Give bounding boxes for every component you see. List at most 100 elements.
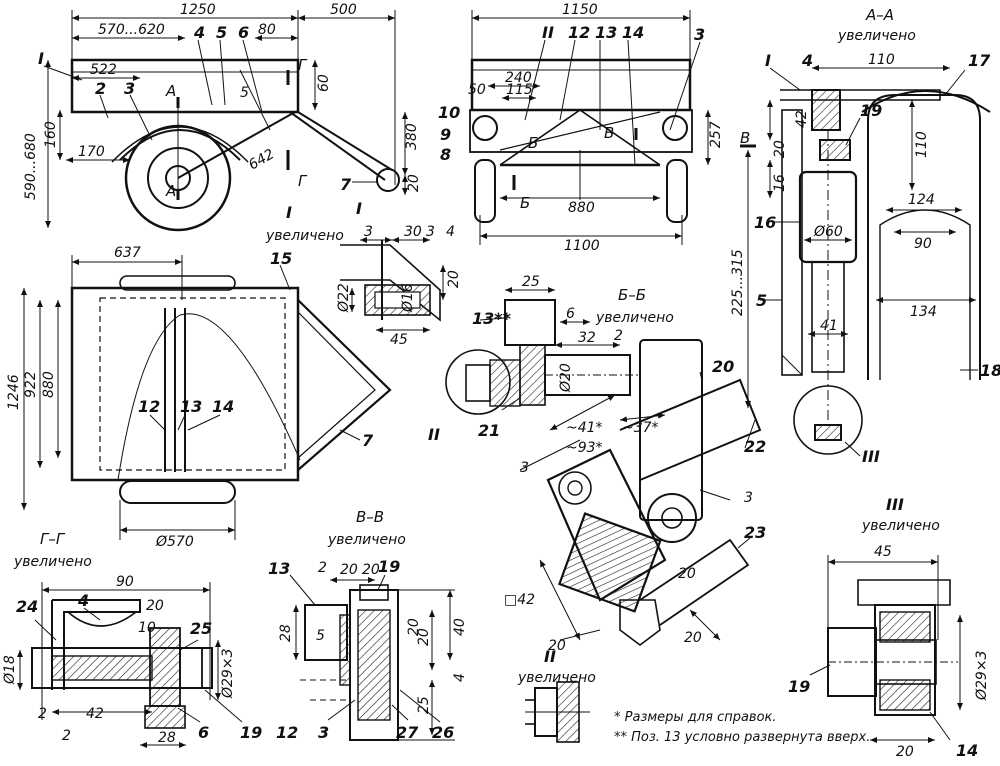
dim-110-wheel: 110 (914, 131, 930, 158)
dim-240: 240 (505, 70, 532, 86)
callout-7-plan: 7 (362, 431, 374, 450)
section-mark-b-top: Б (528, 134, 538, 152)
dim-20-aa: 20 (772, 140, 788, 158)
dim-880: 880 (568, 200, 595, 216)
dim-4-vv: 4 (452, 673, 468, 682)
callout-13-rotated: 13** (472, 309, 512, 328)
callout-19-aa: 19 (860, 101, 882, 120)
dim-20-iii: 20 (896, 744, 914, 760)
detail-i-view (340, 237, 446, 333)
dim-diam-22: Ø22 (336, 283, 352, 313)
dim-522: 522 (90, 62, 117, 78)
section-bb-caption: увеличено (595, 310, 674, 326)
dim-4: 4 (446, 224, 455, 240)
dim-134: 134 (910, 304, 937, 320)
section-mark-a-top: A (165, 82, 176, 100)
callout-21: 21 (478, 421, 500, 440)
detail-i-title: I (286, 203, 292, 222)
callout-4-aa: 4 (801, 51, 813, 70)
dim-30: 30 (404, 224, 422, 240)
dim-32: 32 (578, 330, 596, 346)
plan-view-labels: 637 1246 922 880 Ø570 15 12 13 14 7 (6, 245, 374, 550)
section-bb-view (445, 287, 762, 646)
dim-642: 642 (246, 146, 277, 173)
notes: * Размеры для справок. ** Поз. 13 условн… (614, 710, 870, 745)
callout-6: 6 (238, 23, 249, 42)
dim-1250: 1250 (180, 2, 216, 18)
dim-20-vv-mid: 20 (416, 628, 432, 646)
plan-view (21, 255, 392, 540)
callout-i-aa: I (765, 51, 771, 70)
dim-20-detail: 20 (446, 270, 462, 288)
dim-2-gg-a: 2 (38, 706, 47, 722)
dim-diam-29x3-gg: Ø29×3 (220, 649, 236, 699)
dim-28-gg: 28 (158, 730, 176, 746)
section-bb-labels: Б–Б увеличено 25 6 32 2 Ø20 ~41* ~37* ~9… (428, 274, 766, 654)
dim-2-bb: 2 (614, 328, 623, 344)
callout-ii: II (542, 23, 554, 42)
dim-20-bb-a: 20 (548, 638, 566, 654)
dim-500: 500 (330, 2, 357, 18)
dim-922: 922 (23, 371, 39, 398)
detail-iii-view (809, 555, 963, 743)
dim-2-gg-b: 2 (62, 728, 71, 744)
front-view (469, 10, 711, 245)
callout-3-vv: 3 (318, 723, 329, 742)
section-aa-title: А–А (865, 6, 894, 24)
dim-20-gg: 20 (146, 598, 164, 614)
callout-26: 26 (432, 723, 454, 742)
section-vv-view (289, 574, 455, 741)
dim-115: 115 (506, 82, 533, 98)
detail-mark-ii: II (428, 425, 440, 444)
dim-124: 124 (908, 192, 935, 208)
callout-14-iii: 14 (956, 741, 978, 760)
detail-ii-title: II (544, 647, 556, 666)
dim-3-bb-left: 3 (520, 460, 529, 476)
dim-110-top: 110 (868, 52, 895, 68)
callout-9: 9 (440, 125, 451, 144)
dim-170: 170 (78, 144, 105, 160)
callout-19-gg: 19 (240, 723, 262, 742)
callout-25: 25 (190, 619, 212, 638)
dim-1150: 1150 (562, 2, 598, 18)
callout-23: 23 (744, 523, 766, 542)
dim-41-aa: 41 (820, 318, 838, 334)
callout-14-plan: 14 (212, 397, 234, 416)
dim-80: 80 (258, 22, 276, 38)
section-mark-v-right: В (740, 129, 750, 147)
detail-ii-view (525, 681, 590, 743)
callout-6-gg: 6 (198, 723, 209, 742)
section-gg-view (17, 582, 243, 748)
dim-25-vv: 25 (416, 696, 432, 714)
section-mark-g-top: Г (298, 56, 308, 74)
dim-square-42: □42 (504, 592, 535, 608)
callout-10: 10 (438, 103, 460, 122)
callout-13-vv: 13 (268, 559, 290, 578)
dim-5-vv: 5 (316, 628, 325, 644)
section-gg-title: Г–Г (40, 530, 66, 548)
section-bb-title: Б–Б (618, 286, 646, 304)
front-view-labels: 1150 240 50 115 257 880 1100 II 12 13 14… (438, 2, 750, 254)
dim-45-detail: 45 (390, 332, 408, 348)
dim-257: 257 (708, 121, 724, 148)
callout-27: 27 (396, 723, 419, 742)
section-gg-caption: увеличено (13, 554, 92, 570)
note-rotated-item: ** Поз. 13 условно развернута вверх. (614, 730, 870, 745)
callout-5: 5 (216, 23, 227, 42)
dim-570-620: 570...620 (98, 22, 165, 38)
dim-590-680: 590...680 (23, 133, 39, 200)
callout-3-front: 3 (694, 25, 705, 44)
callout-13: 13 (595, 23, 617, 42)
dim-25: 25 (522, 274, 540, 290)
note-reference-dims: * Размеры для справок. (614, 710, 777, 725)
dim-90: 90 (914, 236, 932, 252)
dim-3-bb-right: 3 (744, 490, 753, 506)
dim-93-ref: ~93* (566, 440, 603, 456)
dim-1246: 1246 (6, 374, 22, 410)
callout-15: 15 (270, 249, 292, 268)
dim-637: 637 (114, 245, 141, 261)
callout-24: 24 (16, 597, 38, 616)
dim-40: 40 (452, 618, 468, 636)
dim-20-vv-top2: 20 (362, 562, 380, 578)
